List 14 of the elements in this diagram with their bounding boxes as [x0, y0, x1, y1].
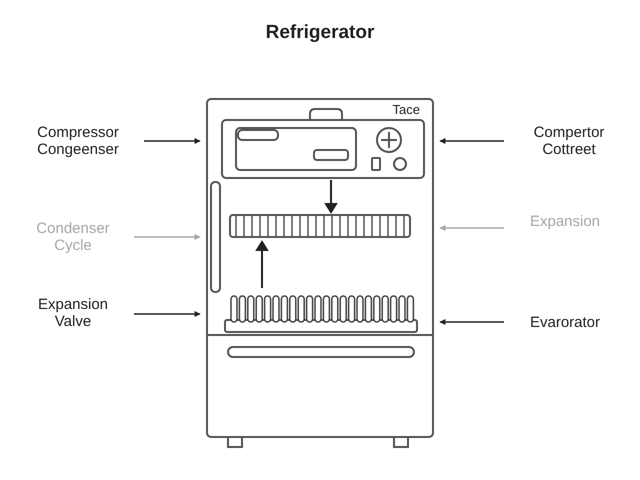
diagram-title: Refrigerator: [264, 22, 376, 44]
arrow: [144, 138, 201, 144]
part-label: Expansion: [510, 213, 620, 230]
part-label: Compertor Cottreet: [510, 124, 628, 158]
part-label: Compressor Congeenser: [18, 124, 138, 158]
arrow: [134, 234, 201, 240]
part-label: Expansion Valve: [18, 296, 128, 330]
part-label: Evarorator: [510, 314, 620, 331]
arrow: [134, 311, 201, 317]
arrow: [439, 319, 504, 325]
part-label: Condenser Cycle: [18, 220, 128, 254]
arrow: [439, 138, 504, 144]
panel-label: Tace: [392, 102, 420, 117]
arrow: [439, 225, 504, 231]
